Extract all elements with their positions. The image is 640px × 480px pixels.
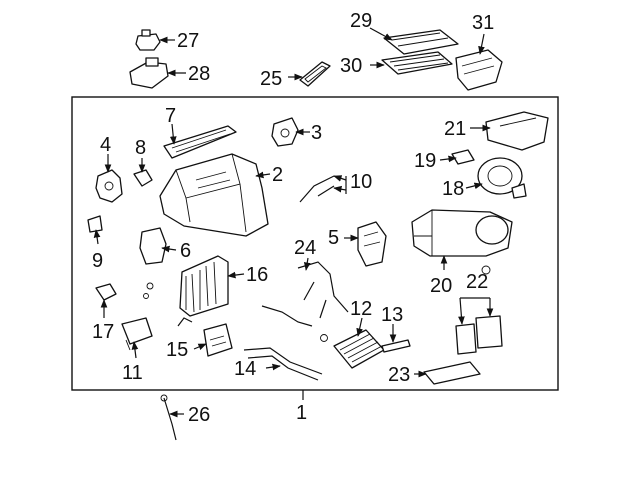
- part-12-heater-core: [333, 329, 385, 369]
- callout-3: 3: [311, 122, 322, 144]
- callout-15: 15: [166, 339, 188, 361]
- part-16-evaporator: [179, 255, 229, 317]
- part-18-blower-motor: [477, 157, 527, 199]
- callout-13: 13: [381, 304, 403, 326]
- callout-18: 18: [442, 178, 464, 200]
- part-14-pipe: [243, 347, 323, 381]
- part-3-actuator: [271, 117, 299, 147]
- callout-27: 27: [177, 30, 199, 52]
- part-5-bracket: [357, 221, 387, 267]
- callout-17: 17: [92, 321, 114, 343]
- part-26-sensor: [160, 394, 177, 441]
- part-2-hvac-case: [159, 153, 269, 237]
- leader-lines: [93, 27, 494, 418]
- part-27-actuator: [135, 29, 161, 51]
- callout-10: 10: [350, 171, 372, 193]
- part-7-door: [163, 125, 237, 159]
- callout-20: 20: [430, 275, 452, 297]
- callout-7: 7: [165, 105, 176, 127]
- callout-11: 11: [122, 362, 143, 384]
- callout-31: 31: [472, 12, 494, 34]
- part-8-actuator: [133, 169, 153, 187]
- part-25-gasket: [299, 61, 331, 87]
- part-10-hose: [299, 175, 335, 203]
- part-19-clip: [451, 149, 475, 165]
- part-17-sensor: [95, 283, 117, 301]
- callout-1: 1: [296, 402, 307, 424]
- part-29-filter-housing: [383, 29, 459, 55]
- callout-23: 23: [388, 364, 410, 386]
- callout-30: 30: [340, 55, 362, 77]
- callout-4: 4: [100, 134, 111, 156]
- part-20-blower-case: [411, 209, 513, 257]
- callout-16: 16: [246, 264, 268, 286]
- callout-24: 24: [294, 237, 316, 259]
- callout-8: 8: [135, 137, 146, 159]
- callout-28: 28: [188, 63, 210, 85]
- callout-12: 12: [350, 298, 372, 320]
- callout-2: 2: [272, 164, 283, 186]
- callout-19: 19: [414, 150, 436, 172]
- callout-25: 25: [260, 68, 282, 90]
- part-21-duct: [485, 111, 549, 151]
- part-11-bracket: [121, 317, 153, 351]
- part-13-clip: [381, 339, 411, 353]
- part-23-cover: [423, 361, 481, 385]
- callout-22: 22: [466, 271, 488, 293]
- callout-5: 5: [328, 227, 339, 249]
- part-30-filter: [381, 51, 453, 75]
- assembly-frame: [71, 96, 559, 391]
- part-15-module: [203, 323, 233, 357]
- callout-6: 6: [180, 240, 191, 262]
- callout-9: 9: [92, 250, 103, 272]
- part-misc-hardware: [143, 265, 491, 342]
- part-24-harness: [261, 261, 349, 327]
- callout-21: 21: [444, 118, 466, 140]
- callout-26: 26: [188, 404, 210, 426]
- part-6-bracket: [139, 227, 167, 265]
- part-28-sensor: [129, 57, 169, 89]
- callout-labels: 1 2 3 4 5 6 7 8 9 10 11 12 13 14 15 16 1…: [92, 10, 494, 426]
- part-4-actuator: [95, 169, 123, 203]
- part-31-filter-cover: [455, 49, 503, 91]
- part-9-clip: [87, 215, 103, 233]
- callout-29: 29: [350, 10, 372, 32]
- callout-14: 14: [234, 358, 256, 380]
- part-22-filter-elements: [455, 315, 503, 355]
